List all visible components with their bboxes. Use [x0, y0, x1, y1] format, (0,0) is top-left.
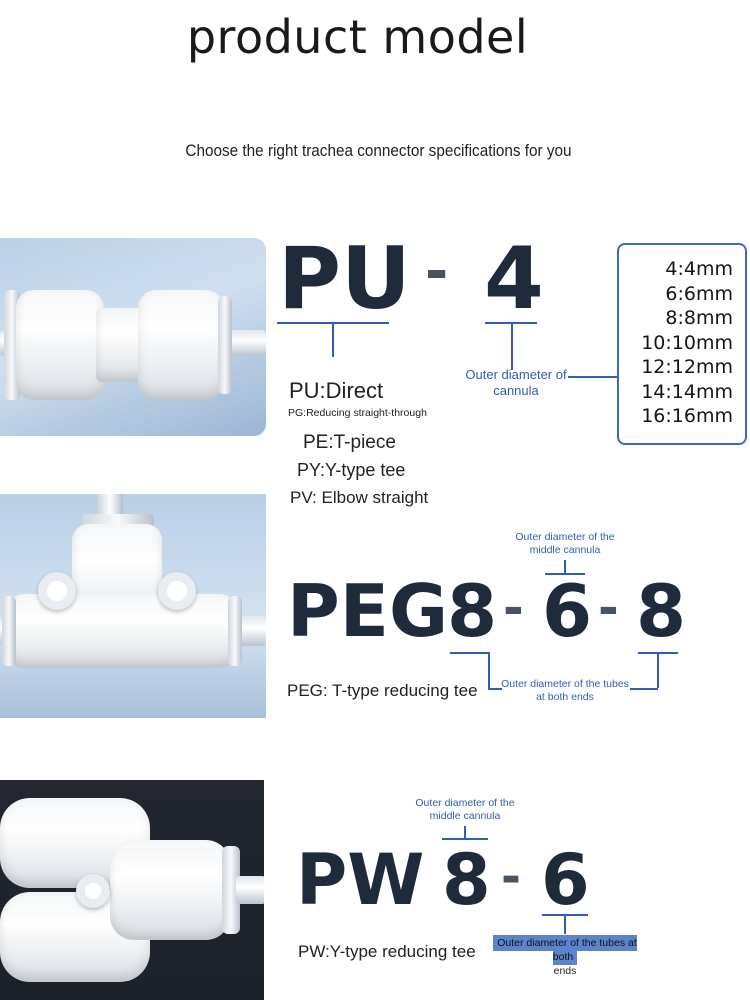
pu-size-code: 4	[484, 229, 544, 329]
size-option: 6:6mm	[665, 282, 733, 305]
size-option: 4:4mm	[665, 258, 733, 280]
pw-middle-stem	[464, 826, 466, 839]
type-pv: PV: Elbow straight	[290, 488, 429, 507]
type-pe: PE:T-piece	[303, 432, 396, 453]
pw-middle-note: Outer diameter of the middle cannula	[415, 797, 515, 823]
straight-connector-photo	[0, 238, 266, 436]
peg-end-join-left	[488, 688, 502, 690]
peg-prefix: PEG	[287, 569, 449, 653]
type-py: PY:Y-type tee	[297, 460, 406, 480]
pw-prefix: PW	[296, 839, 425, 921]
pw-ends-note: Outer diameter of the tubes at both ends	[492, 935, 638, 979]
pu-prefix-stem	[332, 322, 334, 357]
pw-size-2: 6	[541, 839, 590, 921]
pw-ends-note-line2: ends	[553, 965, 577, 978]
pu-size-connector	[568, 376, 618, 378]
size-option: 16:16mm	[641, 405, 733, 427]
tee-connector-photo	[0, 494, 266, 718]
peg-end-join-right	[630, 688, 658, 690]
peg-middle-stem	[564, 560, 566, 574]
size-option: 12:12mm	[641, 356, 733, 378]
peg-end-stem-left	[488, 652, 490, 688]
pu-size-stem	[511, 322, 513, 370]
pw-size-1: 8	[442, 839, 491, 921]
page-subtitle: Choose the right trachea connector speci…	[185, 141, 572, 160]
peg-dash-2: -	[598, 579, 619, 637]
peg-middle-bracket	[545, 573, 585, 575]
pw-ends-note-line1: Outer diameter of the tubes at both	[493, 935, 637, 966]
pw-end-stem	[564, 914, 566, 934]
type-peg: PEG: T-type reducing tee	[287, 681, 478, 700]
pu-dash: -	[425, 239, 449, 304]
peg-ends-note: Outer diameter of the tubes at both ends	[501, 678, 629, 704]
pu-size-note: Outer diameter of cannula	[465, 367, 567, 399]
type-pw: PW:Y-type reducing tee	[298, 942, 476, 961]
peg-end-stem-right	[657, 652, 659, 688]
y-connector-photo	[0, 780, 264, 1000]
peg-dash-1: -	[503, 579, 524, 637]
size-option: 10:10mm	[641, 331, 733, 354]
type-pg: PG:Reducing straight-through	[288, 407, 427, 419]
page-title: product model	[186, 10, 529, 64]
size-option: 8:8mm	[665, 307, 733, 329]
peg-size-3: 8	[636, 569, 687, 653]
type-pu: PU:Direct	[289, 378, 384, 403]
peg-size-2: 6	[542, 569, 593, 653]
pw-dash: -	[501, 849, 521, 905]
pu-prefix: PU	[278, 229, 411, 329]
peg-middle-note: Outer diameter of the middle cannula	[515, 531, 615, 557]
peg-end-bracket-left	[450, 652, 490, 654]
peg-size-1: 8	[447, 569, 498, 653]
size-option: 14:14mm	[641, 380, 733, 403]
pu-size-list: 4:4mm 6:6mm 8:8mm 10:10mm 12:12mm 14:14m…	[617, 243, 747, 445]
pw-middle-bracket	[442, 838, 488, 840]
